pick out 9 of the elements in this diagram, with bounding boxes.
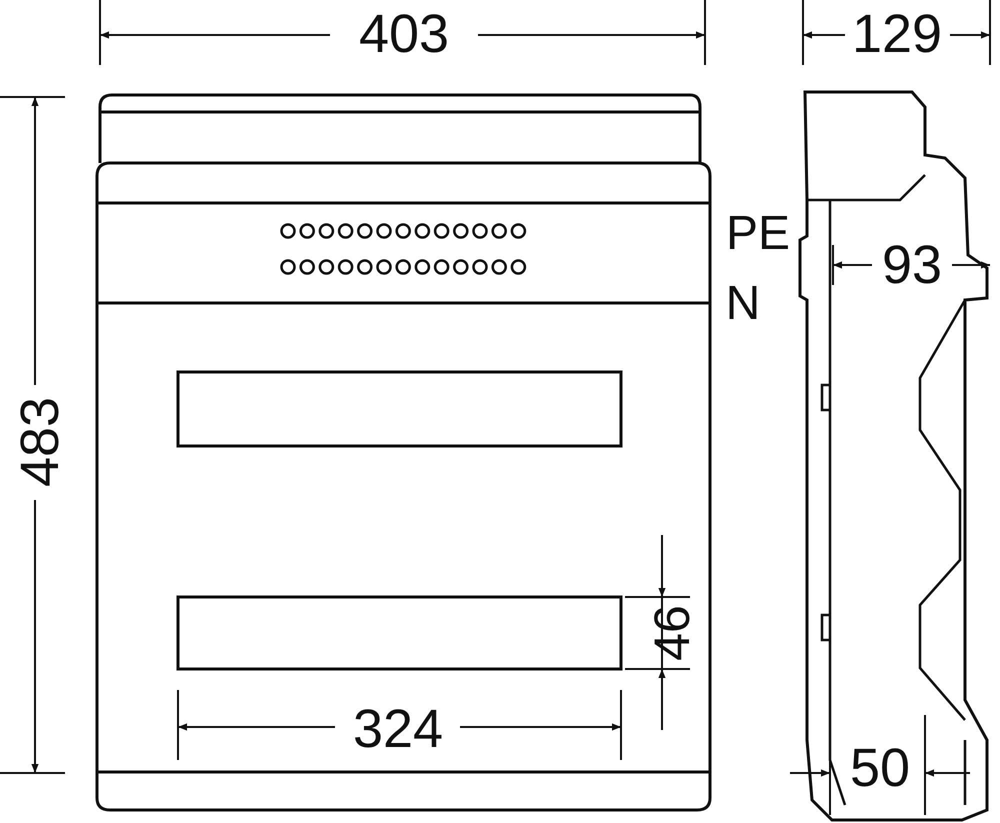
dimension-label: 129 [852,7,942,61]
dimension-label: 483 [13,396,67,488]
dimension-label: 93 [882,238,942,292]
dimension-label: 324 [352,702,444,756]
terminal-label: PE [726,210,790,258]
terminal-label: N [726,280,760,328]
dimension-label: 46 [647,605,697,661]
dimension-label: 50 [850,741,910,795]
dimension-label: 403 [358,7,450,61]
